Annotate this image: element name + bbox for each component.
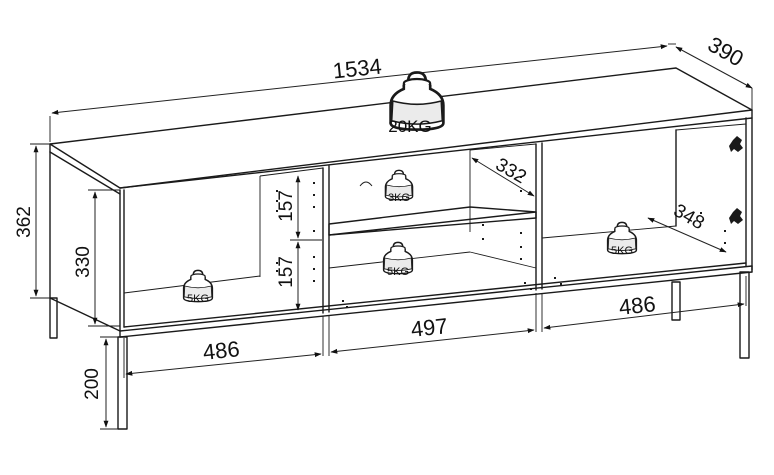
weight-icon: 3KG bbox=[384, 169, 414, 204]
hinge-icon bbox=[729, 136, 743, 224]
dimension-depth: 390 bbox=[675, 31, 753, 115]
middle-width-label: 497 bbox=[410, 313, 449, 342]
shelf-height-upper-label: 157 bbox=[276, 190, 297, 222]
right-width-label: 486 bbox=[618, 291, 657, 320]
inner-height-label: 330 bbox=[73, 246, 94, 278]
weight-icon: 20KG bbox=[388, 71, 445, 136]
dimension-shelf-depth: 332 bbox=[471, 154, 535, 197]
dimension-leg-height: 200 bbox=[82, 336, 118, 430]
left-width-label: 486 bbox=[202, 336, 241, 365]
overall-width-label: 1534 bbox=[332, 54, 383, 84]
dimension-inner-height: 330 bbox=[73, 189, 120, 327]
weight-upper-shelf-label: 3KG bbox=[388, 192, 410, 204]
dimension-shelf-heights: 157 157 bbox=[276, 175, 322, 311]
weight-lower-shelf-label: 5KG bbox=[387, 266, 409, 278]
weight-right-compartment-label: 5KG bbox=[611, 245, 633, 257]
weight-icon: 5KG bbox=[606, 221, 638, 257]
weight-icon: 5KG bbox=[182, 269, 214, 305]
overall-height-label: 362 bbox=[14, 206, 35, 238]
weight-top-label: 20KG bbox=[388, 117, 431, 136]
dimension-compartment-widths: 486 497 486 bbox=[123, 276, 747, 378]
dimension-overall-width: 1534 bbox=[49, 43, 676, 142]
dimension-cabinet-depth: 348 bbox=[647, 200, 727, 253]
dimension-overall-height: 362 bbox=[14, 143, 50, 299]
leg-height-label: 200 bbox=[82, 368, 103, 400]
weight-icon: 5KG bbox=[382, 241, 414, 278]
shelf-depth-label: 332 bbox=[492, 154, 530, 188]
weight-left-compartment-label: 5KG bbox=[187, 293, 209, 305]
shelf-height-lower-label: 157 bbox=[276, 256, 297, 288]
